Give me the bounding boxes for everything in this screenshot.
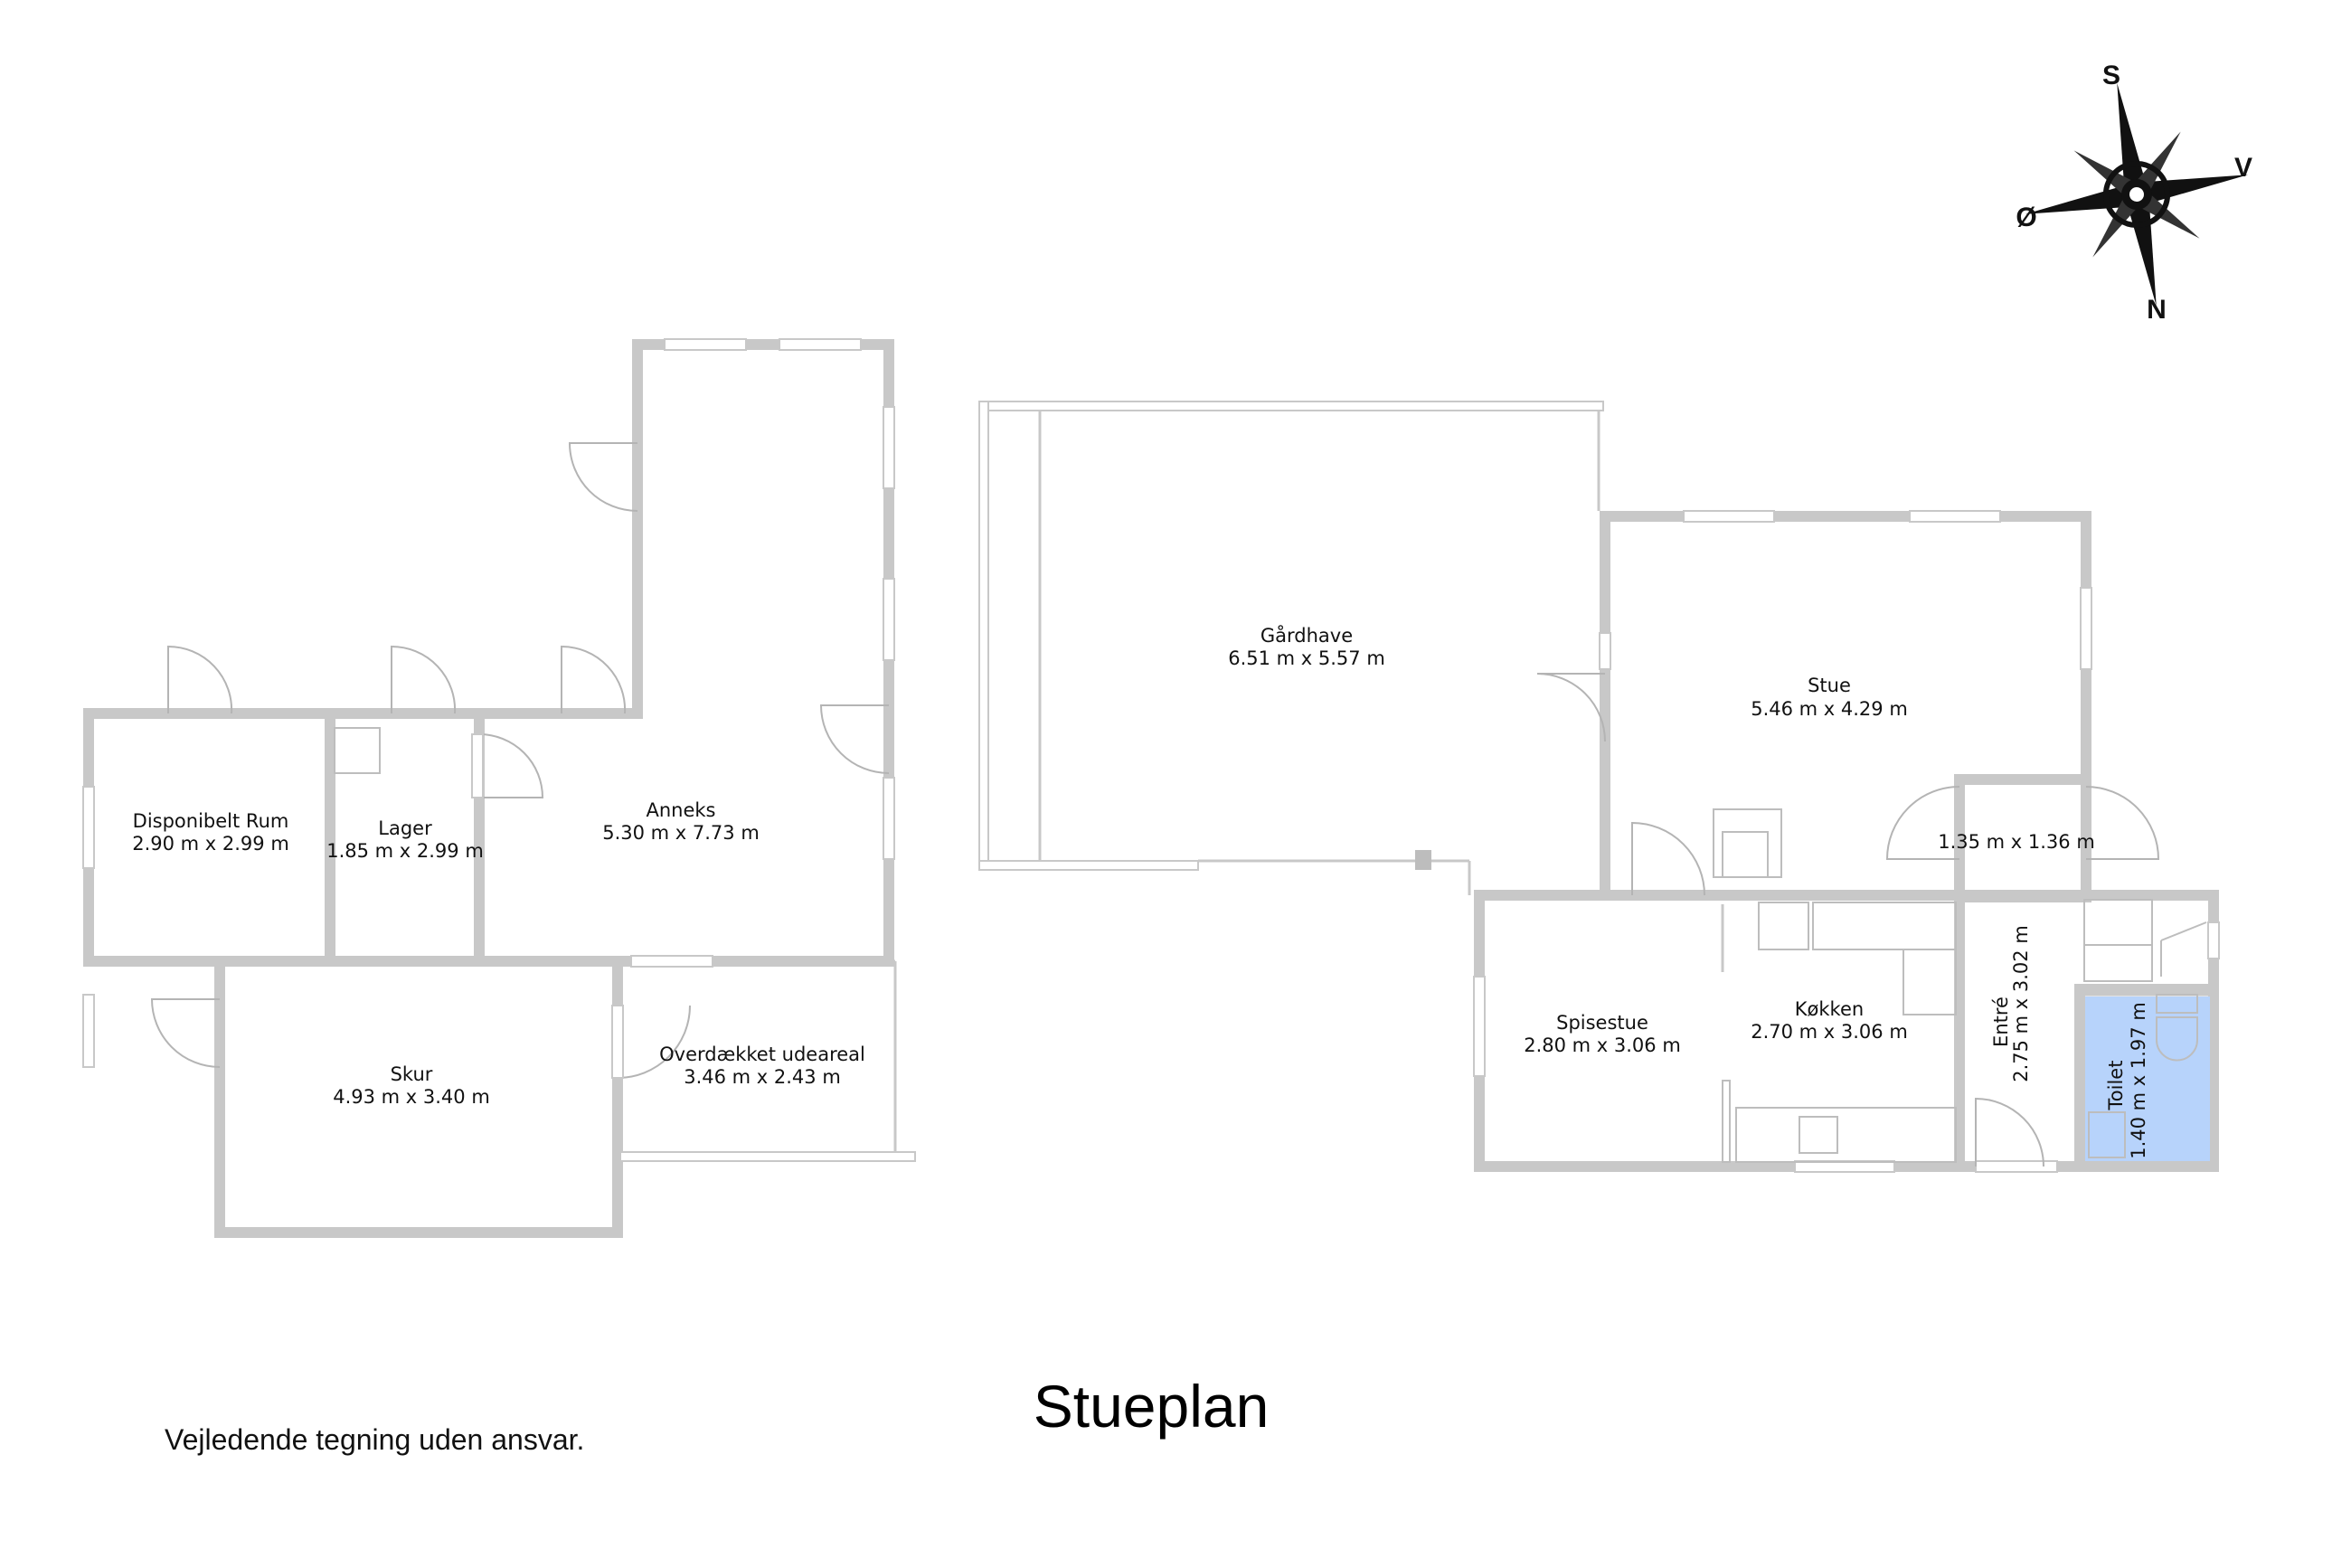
room-stue-size: 5.46 m x 4.29 m: [1751, 698, 1908, 720]
room-koekken-size: 2.70 m x 3.06 m: [1751, 1021, 1908, 1043]
room-koekken-name: Køkken: [1795, 998, 1864, 1020]
courtyard: [978, 401, 1604, 895]
room-entre-name: Entré: [1990, 997, 2012, 1047]
room-disponibelt-name: Disponibelt Rum: [133, 810, 289, 832]
room-overdaekket-name: Overdækket udeareal: [659, 1044, 865, 1065]
room-gaardhave-size: 6.51 m x 5.57 m: [1228, 647, 1385, 669]
room-spisestue-name: Spisestue: [1556, 1012, 1648, 1034]
room-anneks-name: Anneks: [646, 799, 715, 821]
room-toilet-size: 1.40 m x 1.97 m: [2128, 1002, 2149, 1159]
plan-title: Stueplan: [1034, 1373, 1270, 1440]
room-spisestue-size: 2.80 m x 3.06 m: [1524, 1034, 1681, 1056]
room-disponibelt-size: 2.90 m x 2.99 m: [132, 833, 289, 855]
room-gaardhave-name: Gårdhave: [1260, 624, 1353, 647]
room-skur-size: 4.93 m x 3.40 m: [333, 1086, 490, 1108]
room-toilet-name: Toilet: [2105, 1061, 2127, 1111]
compass-west-label: V: [2234, 153, 2252, 183]
compass-north-label: N: [2147, 295, 2167, 325]
room-stue-name: Stue: [1808, 675, 1851, 696]
compass-east-label: Ø: [2016, 203, 2036, 232]
room-skur-name: Skur: [391, 1063, 433, 1085]
disclaimer-text: Vejledende tegning uden ansvar.: [165, 1423, 584, 1456]
main-house: [1473, 510, 2220, 1173]
room-labels: Disponibelt Rum 2.90 m x 2.99 m Lager 1.…: [132, 624, 2149, 1159]
room-lager-size: 1.85 m x 2.99 m: [326, 840, 484, 862]
room-entre-size: 2.75 m x 3.02 m: [2010, 925, 2032, 1082]
room-small-size: 1.35 m x 1.36 m: [1938, 831, 2095, 853]
compass-rose: S V Ø N: [2016, 61, 2252, 325]
room-lager-name: Lager: [378, 817, 432, 839]
compass-south-label: S: [2102, 61, 2120, 90]
room-overdaekket-size: 3.46 m x 2.43 m: [684, 1066, 841, 1088]
toilet-floor: [2085, 997, 2210, 1161]
annex-building: [82, 338, 916, 1238]
room-anneks-size: 5.30 m x 7.73 m: [602, 822, 760, 844]
